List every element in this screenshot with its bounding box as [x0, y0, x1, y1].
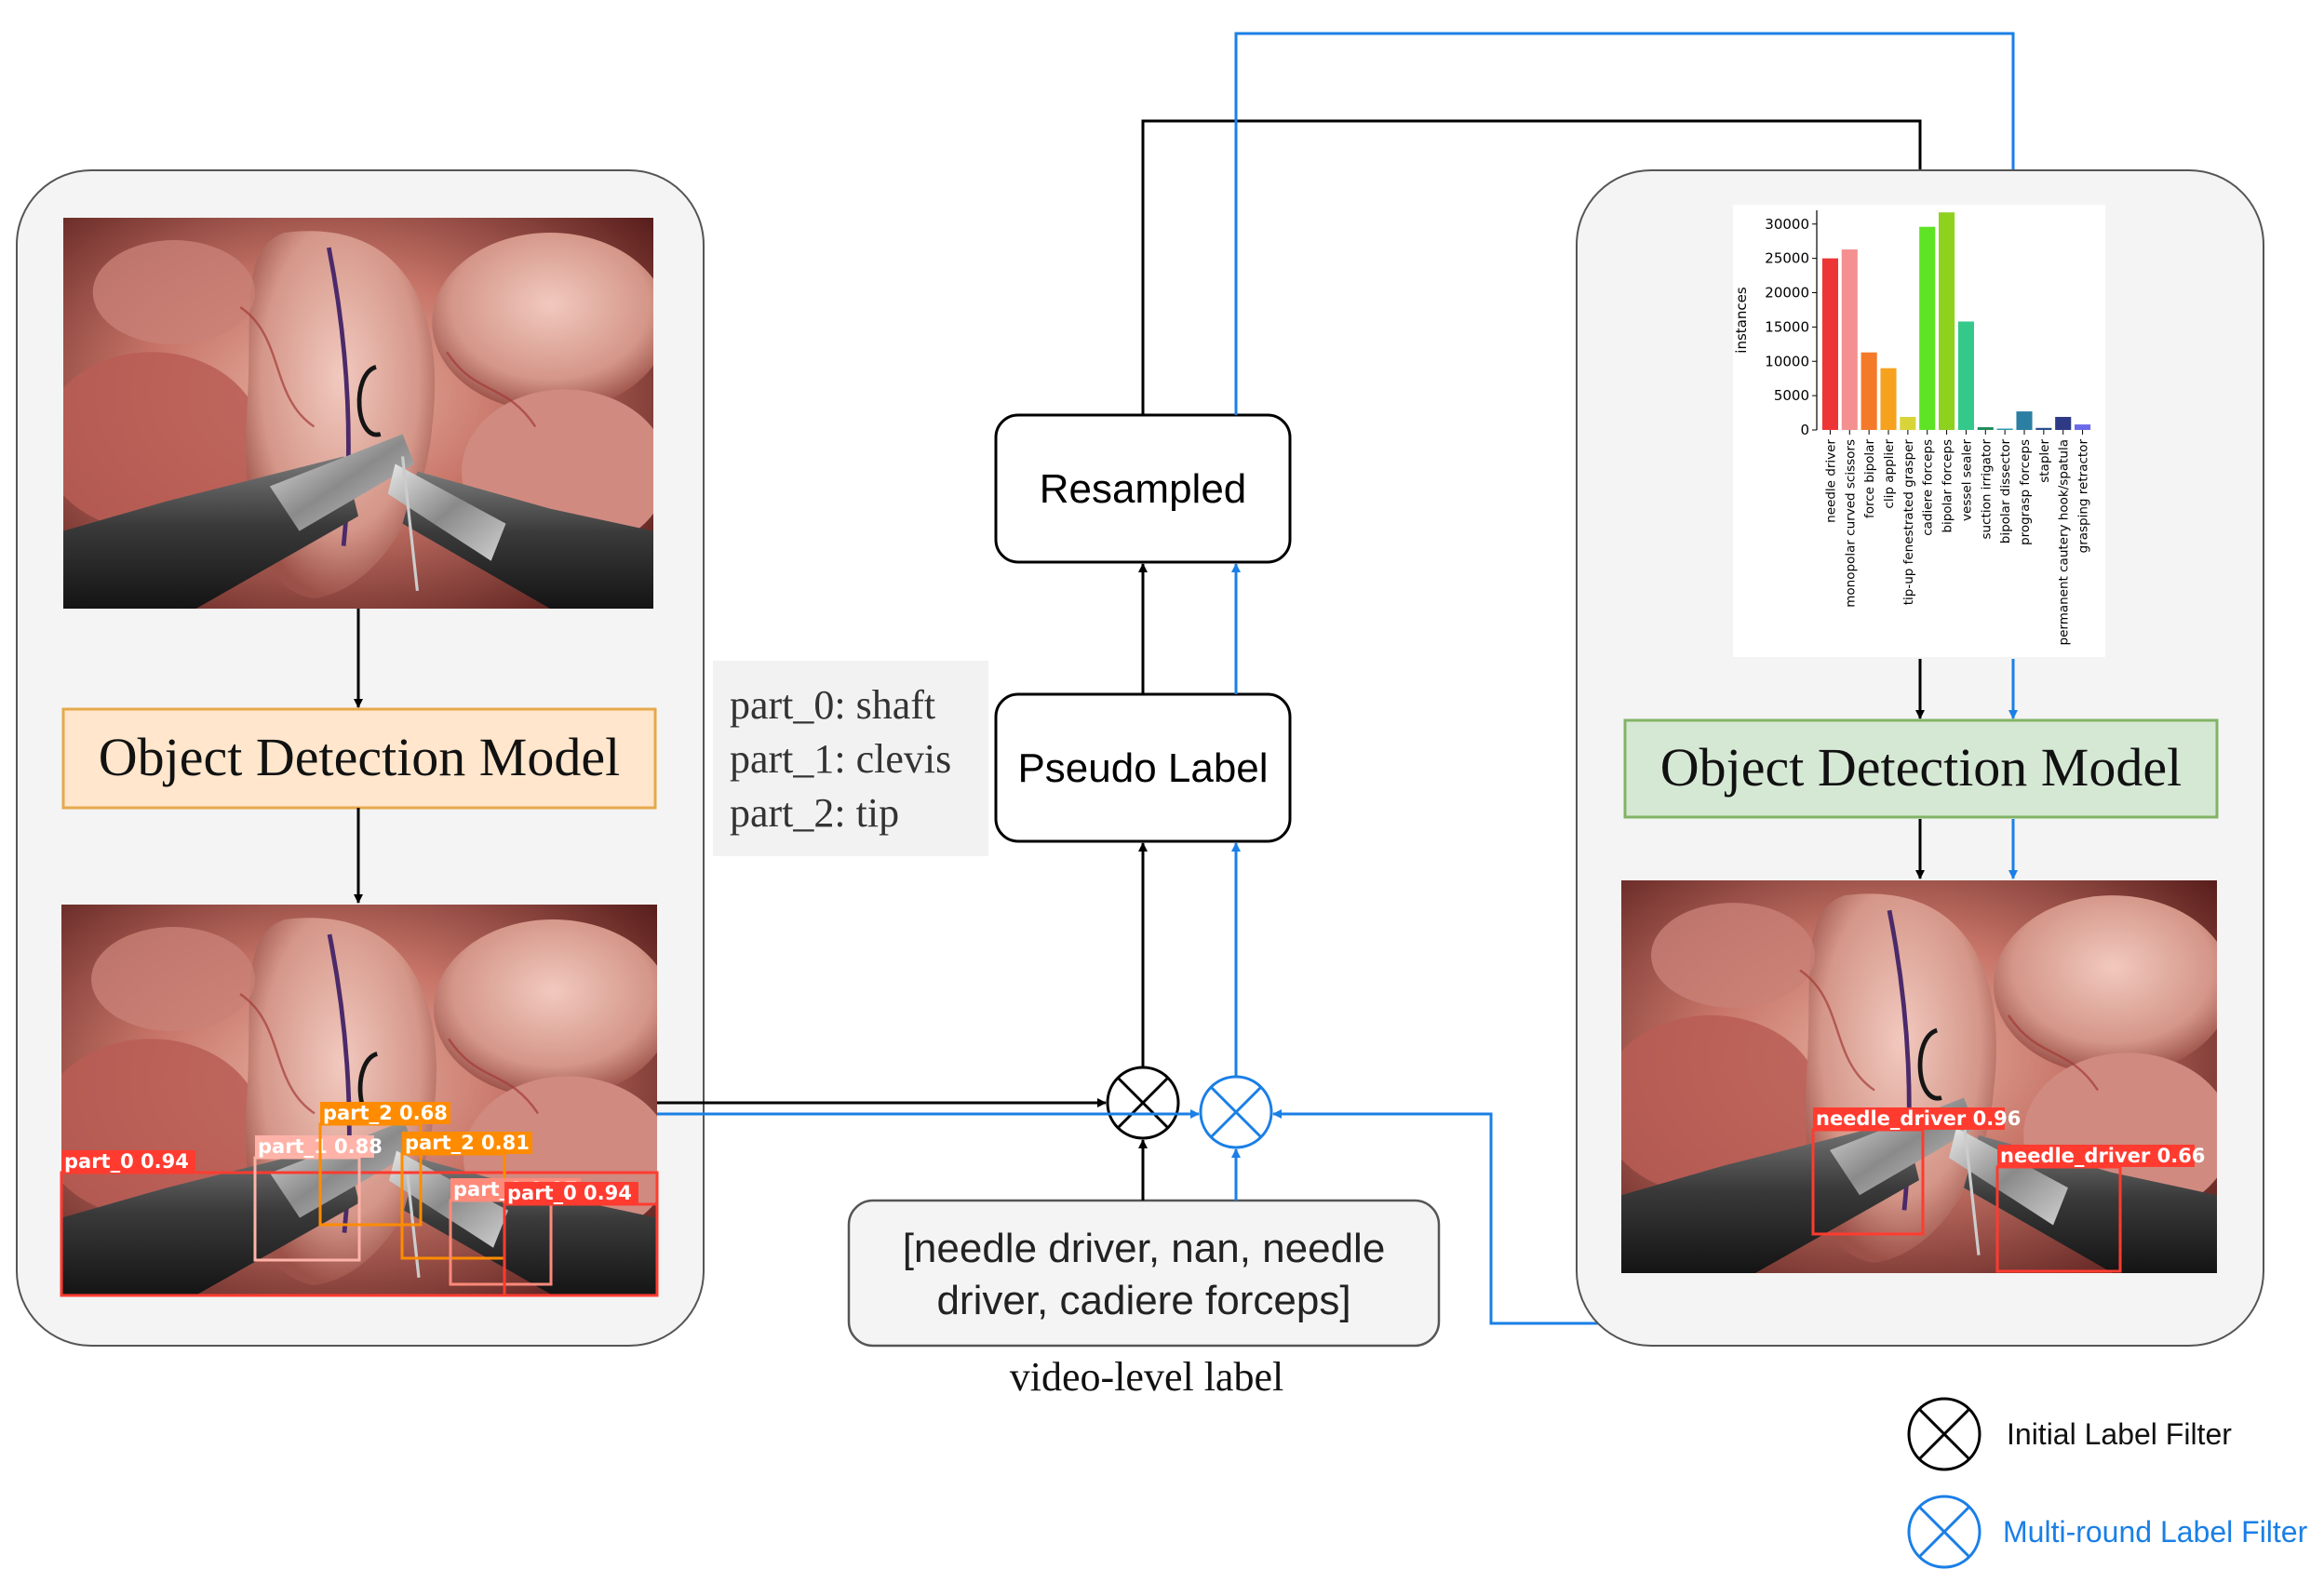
- right-detection-tag: [1997, 1145, 2195, 1167]
- chart-bar: [1821, 258, 1838, 430]
- video-level-label-box: [847, 1199, 1441, 1348]
- chart-x-tick-label: permanent cautery hook/spatula: [2057, 439, 2072, 645]
- chart-y-tick-label: 0: [1800, 422, 1809, 438]
- chart-x-tick-label: vessel sealer: [1959, 439, 1974, 521]
- surgical-image-detections-left: [39, 905, 672, 1295]
- chart-x-tick-label: stapler: [2037, 439, 2052, 483]
- class-distribution-chart-bg: [1733, 205, 2105, 657]
- chart-x-tick-label: tip-up fenestrated grasper: [1901, 439, 1916, 606]
- multi-round-label-filter-node: [1199, 1075, 1273, 1149]
- left-detection-tag: [320, 1102, 450, 1124]
- left-detection-label: part_2 0.68: [323, 1102, 448, 1124]
- parts-legend-box: [713, 661, 988, 856]
- parts-legend-line-0: part_0: shaft: [730, 682, 935, 728]
- pseudo-label-label: Pseudo Label: [1017, 745, 1268, 791]
- chart-bar: [1919, 226, 1936, 430]
- chart-x-tick-label: cadiere forceps: [1921, 439, 1936, 536]
- chart-bar: [1977, 427, 1994, 430]
- chart-bar: [2016, 411, 2033, 430]
- chart-bar: [1861, 352, 1877, 430]
- right-detection-label: needle_driver 0.66: [2000, 1145, 2205, 1167]
- chart-bar: [1996, 428, 2013, 430]
- chart-y-tick-label: 30000: [1765, 216, 1809, 233]
- chart-bar: [1880, 368, 1897, 430]
- chart-x-tick-label: bipolar dissector: [1998, 439, 2013, 544]
- chart-bar: [1900, 416, 1916, 430]
- video-level-label-caption: video-level label: [1010, 1354, 1283, 1400]
- initial-label-filter-legend-label: Initial Label Filter: [2007, 1417, 2232, 1451]
- arrow-resampled-to-chart-black: [1141, 119, 1925, 415]
- parts-legend-line-2: part_2: tip: [730, 790, 899, 836]
- right-detection-label: needle_driver 0.96: [1816, 1107, 2021, 1130]
- chart-x-tick-label: prograsp forceps: [2018, 439, 2033, 545]
- multi-round-label-filter-legend-label: Multi-round Label Filter: [2003, 1515, 2308, 1549]
- resampled-label: Resampled: [1040, 466, 1247, 512]
- object-detection-model-left-label: Object Detection Model: [99, 727, 621, 787]
- chart-bar: [1939, 212, 1955, 430]
- left-detection-label: part_0 0.94: [64, 1150, 189, 1173]
- parts-legend-line-1: part_1: clevis: [730, 736, 951, 782]
- chart-bar: [2035, 427, 2052, 430]
- chart-x-tick-label: bipolar forceps: [1941, 439, 1955, 533]
- left-detection-tag: [504, 1182, 638, 1204]
- detection-boxes-right: needle_driver 0.96 needle_driver 0.66: [1811, 1107, 2205, 1273]
- video-level-label-line2: driver, cadiere forceps]: [936, 1278, 1350, 1323]
- arrow-resampled-to-chart-blue: [1234, 32, 2018, 415]
- chart-x-tick-label: needle driver: [1823, 439, 1838, 523]
- chart-x-tick-label: monopolar curved scissors: [1843, 439, 1858, 608]
- initial-label-filter-node: [1106, 1066, 1180, 1140]
- surgical-image-detections-right: [1599, 880, 2232, 1273]
- left-detection-label: part_2 0.81: [405, 1132, 530, 1154]
- object-detection-model-right-label: Object Detection Model: [1660, 737, 2183, 798]
- class-distribution-chart: 0 5000 10000 15000 20000 25000 30000 instances n…: [1733, 210, 2091, 645]
- chart-x-tick-label: grasping retractor: [2076, 439, 2091, 554]
- left-detection-tag: [402, 1132, 532, 1154]
- left-detection-tag: [255, 1135, 374, 1158]
- chart-y-tick-label: 25000: [1765, 250, 1809, 267]
- chart-x-tick-label: clip applier: [1882, 439, 1897, 509]
- chart-y-tick-label: 5000: [1774, 387, 1809, 404]
- video-level-label-line1: [needle driver, nan, needle: [903, 1226, 1386, 1271]
- chart-x-tick-label: force bipolar: [1862, 439, 1877, 518]
- surgical-image-input: [41, 218, 668, 609]
- left-detection-label: part_0 0.94: [507, 1182, 632, 1204]
- chart-bar: [2055, 416, 2072, 430]
- chart-x-tick-label: suction irrigator: [1979, 439, 1994, 540]
- chart-y-tick-label: 20000: [1765, 285, 1809, 302]
- chart-bar: [1841, 249, 1858, 430]
- object-detection-model-right: [1623, 718, 2219, 819]
- chart-bar: [1957, 321, 1974, 430]
- object-detection-model-left: [61, 707, 657, 810]
- chart-bar: [2075, 424, 2091, 430]
- initial-label-filter-legend-icon: [1907, 1397, 1981, 1471]
- chart-y-tick-label: 10000: [1765, 353, 1809, 369]
- chart-y-axis-label: instances: [1733, 287, 1750, 354]
- left-detection-tag: [61, 1150, 195, 1173]
- right-detection-tag: [1813, 1107, 2005, 1130]
- multi-round-label-filter-legend-icon: [1907, 1495, 1981, 1569]
- chart-y-tick-label: 15000: [1765, 318, 1809, 335]
